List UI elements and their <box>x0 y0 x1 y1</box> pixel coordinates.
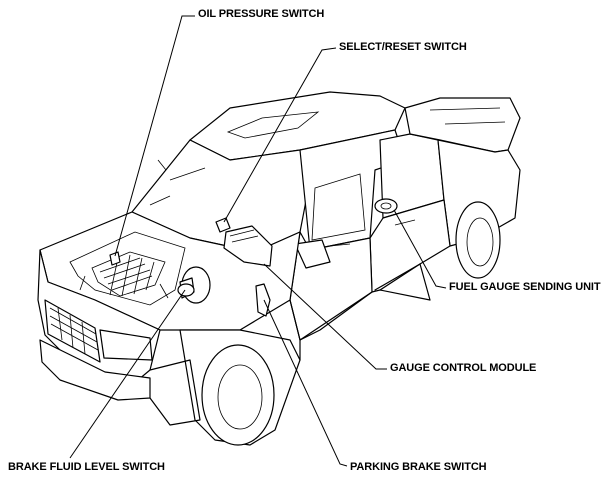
engine <box>79 251 169 299</box>
brake-fluid-level-switch-label: BRAKE FLUID LEVEL SWITCH <box>8 461 165 473</box>
oil-pressure-switch-label: OIL PRESSURE SWITCH <box>198 8 325 20</box>
leader-parking-brake <box>263 299 348 467</box>
oil-pressure-switch-part <box>109 251 121 266</box>
truck-body <box>37 91 521 446</box>
parking-brake-switch-label: PARKING BRAKE SWITCH <box>350 461 487 473</box>
leader-select-reset <box>223 47 337 223</box>
select-reset-switch-part <box>215 217 231 233</box>
fuel-gauge-sending-unit-part <box>374 198 398 214</box>
gauge-control-module-label: GAUGE CONTROL MODULE <box>390 362 537 374</box>
leader-lines <box>69 15 447 467</box>
leader-oil-pressure <box>114 15 195 257</box>
gauge-control-module-part <box>223 225 273 267</box>
leader-fuel-gauge <box>393 209 447 289</box>
leader-brake-fluid <box>69 289 186 459</box>
brake-fluid-level-switch-part <box>177 266 211 304</box>
fuel-gauge-sending-unit-label: FUEL GAUGE SENDING UNIT <box>449 281 601 293</box>
leader-gauge-control <box>263 263 387 370</box>
select-reset-switch-label: SELECT/RESET SWITCH <box>339 41 467 53</box>
